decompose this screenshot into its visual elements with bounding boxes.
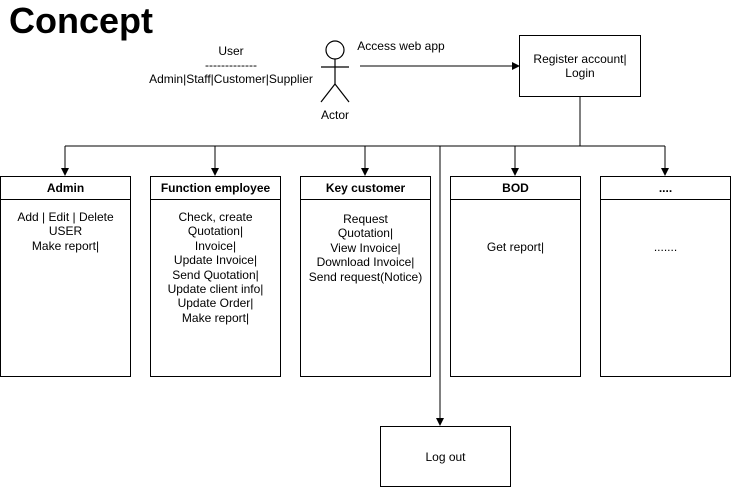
bod-box[interactable]: BOD Get report| xyxy=(450,176,581,377)
key-customer-line: Download Invoice| xyxy=(316,255,415,270)
register-login-box[interactable]: Register account| Login xyxy=(519,35,641,97)
bod-body: Get report| xyxy=(451,200,580,254)
user-note-line: Admin|Staff|Customer|Supplier xyxy=(149,72,313,86)
logout-label: Log out xyxy=(425,449,466,464)
admin-line: USER xyxy=(48,224,83,239)
admin-title: Admin xyxy=(1,177,130,200)
function-employee-line: Quotation| xyxy=(187,224,244,239)
actor-label: Actor xyxy=(320,108,349,122)
key-customer-box[interactable]: Key customer Request Quotation| View Inv… xyxy=(300,176,431,377)
user-note-line: User xyxy=(218,44,244,58)
page-title: Concept xyxy=(9,0,153,41)
login-line: Login xyxy=(565,66,595,80)
function-employee-line: Update Order| xyxy=(177,296,254,311)
function-employee-line: Make report| xyxy=(181,310,250,325)
admin-body: Add | Edit | Delete USER Make report| xyxy=(1,200,130,253)
admin-line: Make report| xyxy=(31,238,100,253)
more-body: ....... xyxy=(601,200,730,254)
more-box[interactable]: .... ....... xyxy=(600,176,731,377)
function-employee-line: Update Invoice| xyxy=(173,253,258,268)
function-employee-line: Send Quotation| xyxy=(172,267,259,282)
register-line: Register account| xyxy=(533,52,627,66)
key-customer-body: Request Quotation| View Invoice| Downloa… xyxy=(301,200,430,284)
admin-line: Add | Edit | Delete xyxy=(17,210,114,224)
user-note-line: ------------- xyxy=(205,58,257,72)
key-customer-line: Request xyxy=(343,212,388,226)
key-customer-line: Send request(Notice) xyxy=(308,269,423,284)
function-employee-line: Check, create xyxy=(178,210,253,224)
bod-title: BOD xyxy=(451,177,580,200)
function-employee-line: Update client info| xyxy=(167,282,264,297)
more-title: .... xyxy=(601,177,730,200)
bod-line: Get report| xyxy=(486,240,545,254)
key-customer-line: View Invoice| xyxy=(330,240,401,255)
logout-box[interactable]: Log out xyxy=(380,426,511,487)
key-customer-line: Quotation| xyxy=(337,226,394,241)
function-employee-body: Check, create Quotation| Invoice| Update… xyxy=(151,200,280,325)
user-note: User ------------- Admin|Staff|Customer|… xyxy=(146,44,316,86)
edge-label: Access web app xyxy=(357,39,445,53)
more-line: ....... xyxy=(653,240,678,254)
actor-figure xyxy=(320,40,350,103)
admin-box[interactable]: Admin Add | Edit | Delete USER Make repo… xyxy=(0,176,131,377)
key-customer-title: Key customer xyxy=(301,177,430,200)
function-employee-box[interactable]: Function employee Check, create Quotatio… xyxy=(150,176,281,377)
function-employee-title: Function employee xyxy=(151,177,280,200)
function-employee-line: Invoice| xyxy=(194,238,237,253)
